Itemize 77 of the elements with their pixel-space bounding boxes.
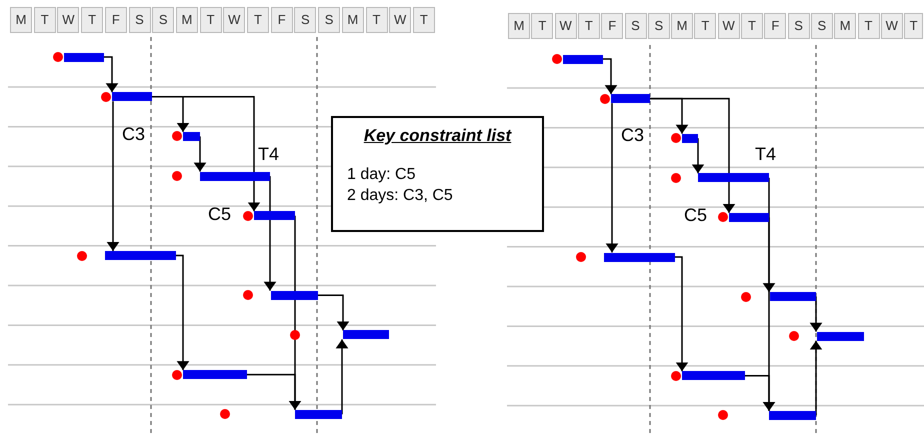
task-bar <box>769 410 816 420</box>
weekday-header: T <box>578 13 600 39</box>
constraint-list-box <box>331 116 544 232</box>
task-bar <box>698 173 769 182</box>
list-entry: 2 days: C3, C5 <box>347 186 454 206</box>
dependency-arrow <box>106 101 120 251</box>
weekday-header: W <box>57 7 80 33</box>
weekday-header: F <box>764 13 786 39</box>
task-bar <box>295 410 342 419</box>
weekday-header: S <box>648 13 670 39</box>
weekday-header: S <box>810 13 833 39</box>
weekday-header: M <box>671 13 694 39</box>
task-bar <box>105 251 176 260</box>
constraint-label: C3 <box>621 125 644 146</box>
list-entry: 1 day: C5 <box>347 165 416 185</box>
task-bar <box>64 52 104 62</box>
dependency-arrow <box>603 58 618 94</box>
task-bar <box>817 332 864 341</box>
weekday-header: T <box>412 7 435 33</box>
dependency-arrow <box>650 98 736 213</box>
weekday-header: S <box>128 7 150 33</box>
task-bar <box>604 252 675 262</box>
dependency-arrow <box>104 56 118 92</box>
weekday-header: W <box>880 13 903 39</box>
task-bar <box>770 292 816 302</box>
weekday-header: F <box>601 13 624 39</box>
weekday-header: T <box>741 13 763 39</box>
constraint-label: C5 <box>684 205 708 226</box>
weekday-header: T <box>531 13 554 39</box>
weekday-header: W <box>389 7 412 33</box>
task-bar <box>254 211 295 220</box>
weekday-header: M <box>10 7 32 33</box>
weekday-header: S <box>318 7 340 33</box>
weekday-header: T <box>200 7 222 33</box>
task-bar <box>682 371 745 380</box>
task-bar <box>112 92 152 102</box>
weekday-header: T <box>904 13 923 39</box>
dependency-arrow <box>675 256 688 372</box>
constraint-label: T4 <box>755 144 776 165</box>
weekday-header: W <box>554 13 577 39</box>
weekday-header: W <box>223 7 246 33</box>
weekday-header: W <box>718 13 740 39</box>
weekday-header: M <box>176 7 198 33</box>
weekday-header: T <box>81 7 104 33</box>
dependency-arrow <box>606 103 618 252</box>
weekday-header: F <box>104 7 127 33</box>
dependency-arrow <box>745 375 776 411</box>
weekday-header: S <box>788 13 810 39</box>
constraint-label: C5 <box>208 204 232 225</box>
task-bar <box>183 132 200 141</box>
task-bar <box>271 290 318 300</box>
constraint-label: T4 <box>258 144 280 165</box>
task-bar <box>343 330 389 340</box>
weekday-header: S <box>294 7 316 33</box>
weekday-header: M <box>834 13 856 39</box>
weekday-header: T <box>694 13 716 39</box>
dependency-arrow <box>247 374 302 410</box>
weekday-header: T <box>34 7 56 33</box>
weekday-header: T <box>247 7 269 33</box>
list-title: Key constraint list <box>362 126 513 146</box>
dependency-arrow <box>152 96 260 212</box>
task-bar <box>611 94 650 104</box>
task-bar <box>729 212 769 222</box>
weekday-header: M <box>342 7 364 33</box>
dependency-arrow <box>176 254 190 370</box>
task-bar <box>200 172 270 181</box>
dependency-arrow <box>318 294 350 330</box>
task-bar <box>563 54 603 64</box>
weekday-header: M <box>508 13 530 39</box>
weekday-header: T <box>366 7 388 33</box>
weekday-header: S <box>624 13 646 39</box>
weekday-header: F <box>270 7 293 33</box>
constraint-label: C3 <box>122 124 146 145</box>
weekday-header: S <box>152 7 174 33</box>
task-bar <box>682 134 698 143</box>
task-bar <box>183 370 247 380</box>
weekday-header: T <box>858 13 880 39</box>
